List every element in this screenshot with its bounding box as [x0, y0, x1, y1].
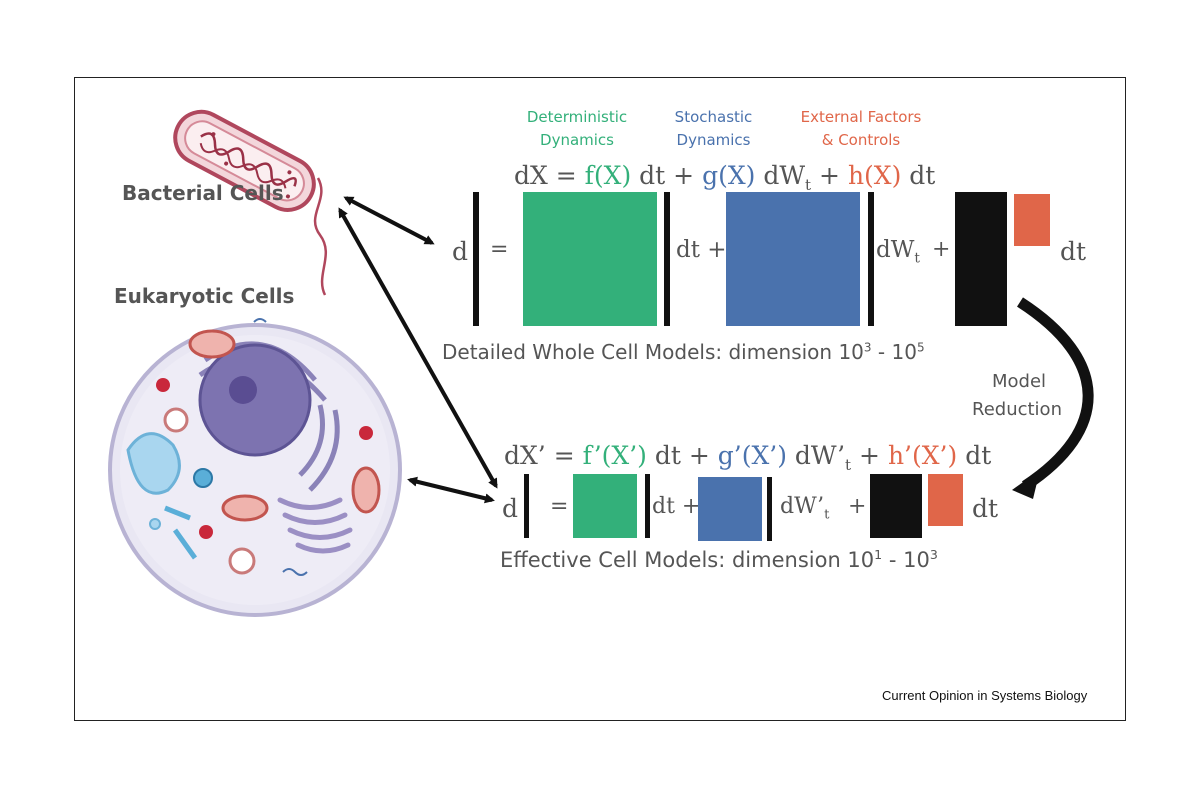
model-reduction-arrowhead	[1012, 470, 1040, 499]
external-header: External Factors & Controls	[786, 106, 936, 152]
external-header-line1: External Factors	[800, 108, 922, 126]
eq-top-dt2: dt	[909, 161, 936, 190]
eq-bottom-g: g’(X’)	[717, 441, 787, 470]
equation-bottom: dX’ = f’(X’) dt + g’(X’) dW’t + h’(X’) d…	[504, 441, 991, 474]
eq-top-h: h(X)	[847, 161, 902, 190]
eukaryotic-cell-icon	[108, 318, 402, 617]
deterministic-header-line2: Dynamics	[540, 131, 614, 149]
model-reduction-label-2: Reduction	[972, 399, 1062, 420]
matrix-bottom-bar-3	[767, 477, 772, 541]
bacterium-icon	[173, 109, 327, 296]
stochastic-header: Stochastic Dynamics	[651, 106, 776, 152]
eq-bottom-dw: dW’t	[794, 441, 852, 474]
eq-bottom-h: h’(X’)	[887, 441, 958, 470]
eukaryotic-cells-label: Eukaryotic Cells	[114, 284, 295, 308]
stochastic-header-line1: Stochastic	[674, 108, 753, 126]
matrix-bottom-deterministic-block	[573, 474, 637, 538]
matrix-bottom-d: d	[502, 494, 519, 523]
eq-bottom-lhs: dX’ =	[504, 441, 575, 470]
matrix-top-bar-2	[664, 192, 670, 326]
stochastic-header-line2: Dynamics	[676, 131, 751, 149]
matrix-bottom-dw: dW’t	[780, 494, 830, 523]
eq-bottom-dt2: dt	[965, 441, 992, 470]
matrix-top-dt: dt	[1060, 237, 1087, 266]
matrix-bottom-bar-left	[524, 474, 529, 538]
matrix-bottom-bar-2	[645, 474, 650, 538]
eq-bottom-dt: dt +	[654, 441, 710, 470]
eq-top-plus: +	[819, 161, 840, 190]
matrix-top-external-matrix	[955, 192, 1007, 326]
matrix-top-stochastic-block	[726, 192, 860, 326]
bacterial-cells-label: Bacterial Cells	[122, 181, 284, 205]
matrix-top-dt-plus: dt +	[676, 237, 727, 263]
matrix-bottom-plus: +	[848, 494, 867, 519]
matrix-top-bar-3	[868, 192, 874, 326]
matrix-bottom-dt: dt	[972, 494, 999, 523]
equation-top: dX = f(X) dt + g(X) dWt + h(X) dt	[514, 161, 935, 194]
link-arrows	[338, 196, 498, 504]
caption-top: Detailed Whole Cell Models: dimension 10…	[442, 340, 925, 364]
eq-top-dw: dWt	[763, 161, 812, 194]
figure-frame	[74, 77, 1126, 721]
matrix-top-plus: +	[932, 237, 951, 262]
matrix-bottom-stochastic-block	[698, 477, 762, 541]
matrix-bottom-eq: =	[550, 494, 569, 519]
matrix-top-dw: dWt	[876, 237, 920, 267]
deterministic-header: Deterministic Dynamics	[512, 106, 642, 152]
model-reduction-label-1: Model	[992, 371, 1047, 392]
matrix-top-bar-left	[473, 192, 479, 326]
matrix-bottom-dt-plus: dt +	[652, 494, 701, 519]
deterministic-header-line1: Deterministic	[526, 108, 628, 126]
journal-credit: Current Opinion in Systems Biology	[882, 688, 1088, 703]
matrix-bottom-control-vector	[928, 474, 963, 526]
eq-top-dt: dt +	[639, 161, 695, 190]
matrix-bottom-external-matrix	[870, 474, 922, 538]
matrix-top-eq: =	[490, 237, 509, 262]
eq-top-f: f(X)	[584, 161, 632, 190]
matrix-top-control-vector	[1014, 194, 1050, 246]
model-reduction-arrow	[1017, 297, 1094, 491]
eq-bottom-plus: +	[859, 441, 880, 470]
external-header-line2: & Controls	[821, 131, 901, 149]
eq-bottom-f: f’(X’)	[582, 441, 647, 470]
matrix-top-deterministic-block	[523, 192, 657, 326]
matrix-top-d: d	[452, 237, 469, 266]
eq-top-lhs: dX =	[514, 161, 577, 190]
eq-top-g: g(X)	[702, 161, 756, 190]
caption-bottom: Effective Cell Models: dimension 101 - 1…	[500, 547, 938, 572]
